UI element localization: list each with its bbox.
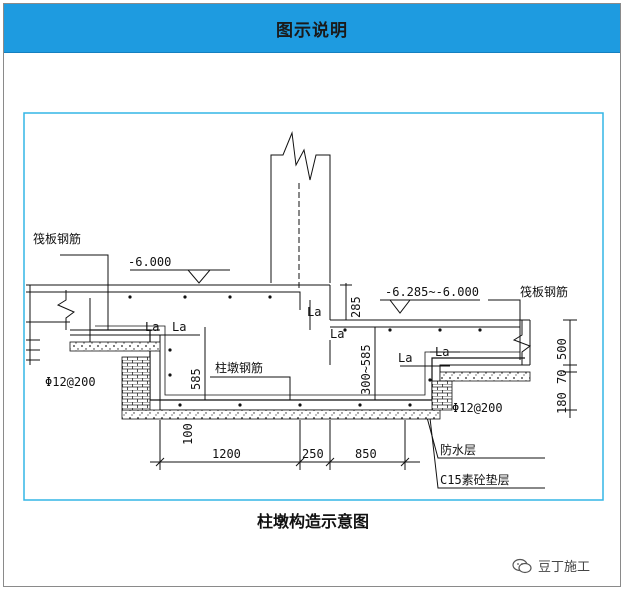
la-label: La (398, 351, 412, 365)
left-cushion (69, 341, 161, 352)
dim-70: 70 (555, 370, 569, 384)
la-label: La (172, 320, 186, 334)
raft-rebar-label-left: 筏板钢筋 (33, 231, 81, 246)
pier-rebar-label: 柱墩钢筋 (215, 360, 263, 375)
figure-frame (3, 3, 621, 587)
dim-180: 180 (555, 392, 569, 414)
break-right (512, 320, 532, 365)
la-label: La (330, 327, 344, 341)
dim-500: 500 (555, 338, 569, 360)
wechat-icon (512, 558, 532, 573)
dim-300-585: 300~585 (359, 344, 373, 395)
la-label: La (145, 320, 159, 334)
waterproof-label: 防水层 (440, 442, 476, 457)
rebar-pier-bottom (90, 329, 525, 401)
column-outline (270, 131, 331, 283)
rebar-pier-inner (95, 325, 520, 396)
dim-585: 585 (189, 368, 203, 390)
cushion-label: C15素砼垫层 (440, 472, 510, 487)
elevation-left: -6.000 (128, 255, 171, 269)
rebar-top-left (26, 291, 301, 310)
left-brick-wall (121, 356, 151, 411)
watermark-text: 豆丁施工 (538, 560, 591, 575)
bottom-cushion (121, 409, 441, 420)
right-brick-wall (431, 380, 453, 411)
raft-rebar-label-right: 筏板钢筋 (520, 284, 568, 299)
dim-100: 100 (181, 423, 195, 445)
dim-850: 850 (355, 447, 377, 461)
drawing-border (23, 112, 604, 501)
break-left (56, 290, 75, 330)
watermark: 豆丁施工 (512, 556, 590, 575)
right-cushion (439, 371, 531, 382)
bar-spec-left: Φ12@200 (45, 375, 96, 389)
elevation-right: -6.285~-6.000 (385, 285, 479, 299)
dim-250: 250 (302, 447, 324, 461)
header-bar: 图示说明 (4, 4, 620, 53)
figure-caption: 柱墩构造示意图 (256, 512, 369, 531)
bar-spec-right: Φ12@200 (452, 401, 503, 415)
dim-285: 285 (349, 296, 363, 318)
dim-1200: 1200 (212, 447, 241, 461)
header-title: 图示说明 (276, 20, 348, 41)
la-label: La (435, 345, 449, 359)
la-label: La (307, 305, 321, 319)
